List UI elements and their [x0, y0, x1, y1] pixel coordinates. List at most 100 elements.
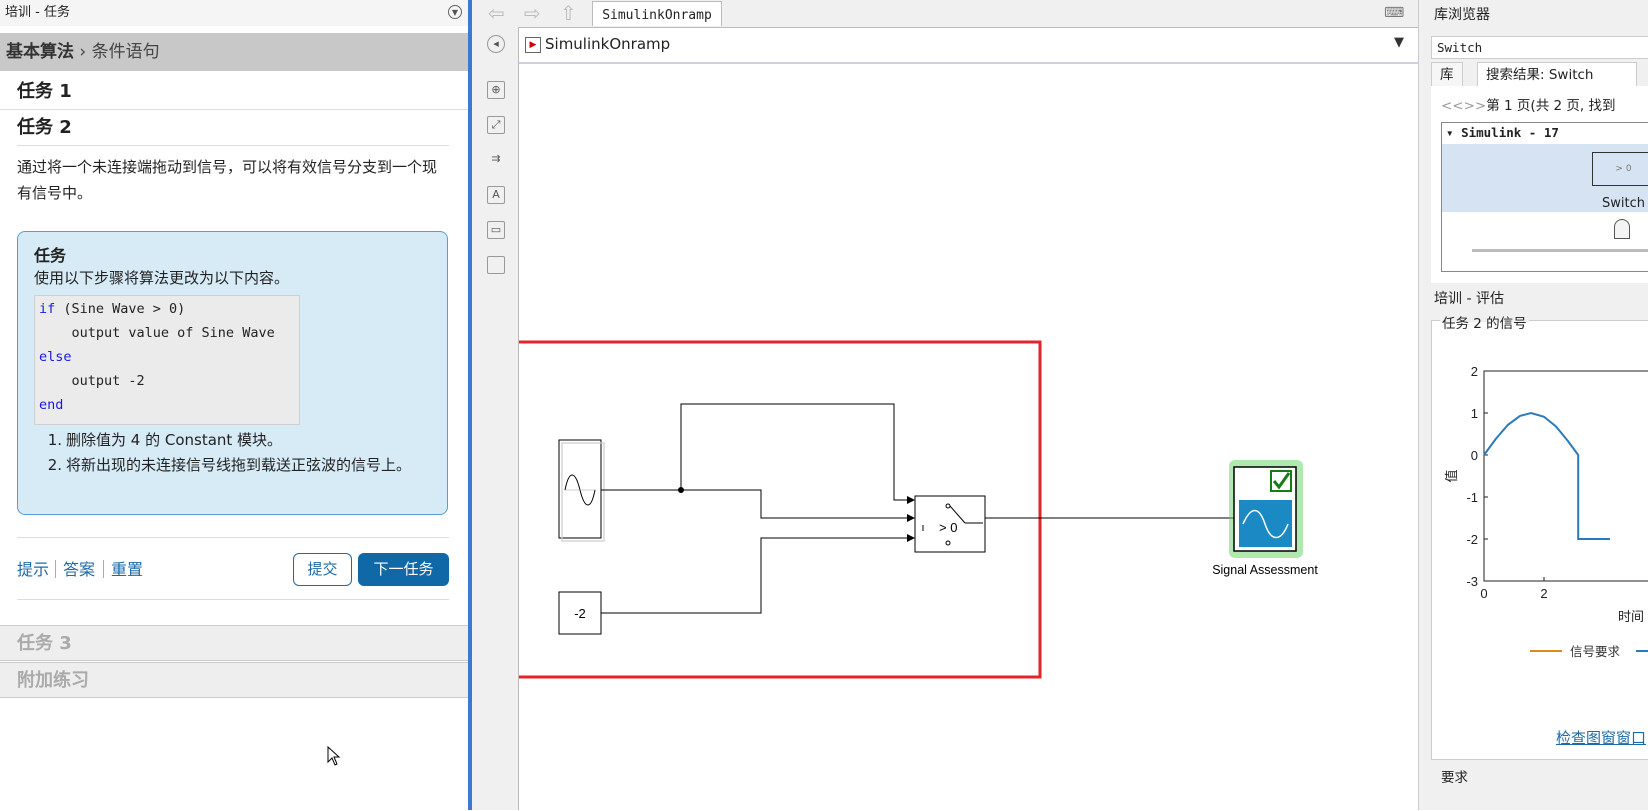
submit-button[interactable]: 提交 — [293, 553, 352, 586]
code-line: output -2 — [39, 373, 145, 389]
library-search-input[interactable]: Switch — [1431, 36, 1648, 59]
chevron-down-icon[interactable]: ▼ — [1394, 35, 1404, 50]
constant-block[interactable]: -2 — [558, 591, 602, 635]
task-panel: 培训 - 任务 ▼ 基本算法 › 条件语句 任务 1 任务 2 通过将一个未连接… — [0, 0, 468, 810]
task3-header[interactable]: 任务 3 — [0, 625, 468, 661]
nav-bar: ⇦ ⇨ ⇧ — [472, 0, 582, 26]
evaluation-title: 培训 - 评估 — [1434, 291, 1504, 307]
extra-exercise-header[interactable]: 附加练习 — [0, 662, 468, 698]
canvas-toolstrip: ◂ ⊕ ⤢ ⇉ A ▭ — [472, 27, 518, 810]
address-bar: ▶ SimulinkOnramp ▼ — [519, 28, 1419, 64]
keyboard-icon[interactable]: ⌨ — [1384, 5, 1405, 21]
model-icon: ▶ — [525, 37, 541, 53]
signal-series-line — [1483, 411, 1610, 540]
breadcrumb: 基本算法 › 条件语句 — [0, 33, 468, 71]
result-item-switch[interactable]: > 0 Switch — [1442, 144, 1648, 212]
task1-header[interactable]: 任务 1 — [0, 74, 468, 110]
step-item: 2.将新出现的未连接信号线拖到载送正弦波的信号上。 — [47, 456, 412, 474]
y-tick-label: -2 — [1466, 532, 1478, 547]
y-tick-label: -1 — [1466, 490, 1478, 505]
hint-link[interactable]: 提示 — [17, 560, 50, 579]
code-line: end — [39, 397, 64, 413]
branch-point[interactable] — [678, 487, 684, 493]
task-box-subtitle: 使用以下步骤将算法更改为以下内容。 — [34, 269, 290, 287]
next-task-button[interactable]: 下一任务 — [358, 553, 449, 586]
y-axis-label: 值 — [1444, 469, 1459, 482]
switch-block[interactable]: > 0 — [914, 495, 986, 553]
panel-splitter[interactable] — [468, 0, 472, 810]
steps-list: 1.删除值为 4 的 Constant 模块。 2.将新出现的未连接信号线拖到载… — [34, 428, 434, 478]
link-separator — [55, 560, 56, 578]
fit-to-view-icon[interactable]: ⤢ — [487, 116, 505, 134]
code-line: else — [39, 349, 72, 365]
y-tick-label: 0 — [1471, 448, 1478, 463]
up-arrow-icon[interactable]: ⇧ — [560, 1, 577, 25]
divider — [17, 537, 449, 538]
pager: <<>>第 1 页(共 2 页, 找到 — [1441, 94, 1615, 114]
block-icon[interactable] — [1614, 219, 1630, 239]
library-browser-title: 库浏览器 — [1434, 7, 1490, 23]
check-figure-link[interactable]: 检查图窗窗口 — [1556, 729, 1647, 747]
collapse-icon[interactable]: ▼ — [448, 5, 462, 19]
signal-lines[interactable] — [601, 403, 1244, 614]
x-axis-label: 时间 — [1618, 609, 1644, 624]
legend-label-requirement: 信号要求 — [1570, 645, 1621, 659]
results-tree: ▾ Simulink - 17 > 0 Switch — [1441, 122, 1648, 272]
x-tick-label: 2 — [1540, 586, 1547, 601]
evaluation-group-title: 任务 2 的信号 — [1440, 312, 1529, 332]
highlight-rectangle — [519, 340, 1042, 679]
step-item: 1.删除值为 4 的 Constant 模块。 — [47, 431, 283, 449]
reset-link[interactable]: 重置 — [111, 560, 144, 579]
switch-block-icon: > 0 — [1592, 152, 1648, 186]
forward-arrow-icon[interactable]: ⇨ — [524, 1, 541, 25]
task-box-title: 任务 — [34, 246, 67, 265]
right-panel: 库浏览器 Switch 库 搜索结果: Switch <<>>第 1 页(共 2… — [1418, 0, 1648, 810]
panel-title: 培训 - 任务 — [0, 0, 468, 26]
model-canvas[interactable]: ▶ SimulinkOnramp ▼ -2 — [518, 27, 1419, 811]
code-line: if (Sine Wave > 0) — [39, 301, 186, 317]
horizontal-scrollbar[interactable] — [1472, 249, 1648, 252]
switch-label: > 0 — [939, 520, 957, 535]
y-tick-label: 2 — [1471, 364, 1478, 379]
divider — [17, 145, 449, 146]
model-tab[interactable]: SimulinkOnramp — [592, 1, 722, 26]
library-tabs: 库 搜索结果: Switch — [1431, 62, 1648, 87]
mouse-cursor-icon — [327, 746, 341, 766]
simulink-editor: ⇦ ⇨ ⇧ SimulinkOnramp ⌨ ◂ ⊕ ⤢ ⇉ A ▭ ▶ Sim… — [472, 0, 1419, 811]
task-box: 任务 使用以下步骤将算法更改为以下内容。 if (Sine Wave > 0) … — [17, 231, 448, 515]
divider — [17, 599, 449, 600]
constant-value: -2 — [574, 606, 586, 621]
x-tick-label: 0 — [1480, 586, 1487, 601]
answer-link[interactable]: 答案 — [63, 560, 96, 579]
y-tick-label: -3 — [1466, 574, 1478, 589]
library-results: <<>>第 1 页(共 2 页, 找到 ▾ Simulink - 17 > 0 … — [1431, 86, 1648, 283]
plot-area — [1483, 370, 1648, 582]
image-icon[interactable]: ▭ — [487, 221, 505, 239]
hide-explorer-icon[interactable]: ◂ — [487, 35, 505, 53]
route-lines-icon[interactable]: ⇉ — [491, 152, 501, 165]
y-tick-label: 1 — [1471, 406, 1478, 421]
tab-library[interactable]: 库 — [1431, 62, 1463, 86]
model-path[interactable]: SimulinkOnramp — [545, 35, 671, 53]
back-arrow-icon[interactable]: ⇦ — [488, 1, 505, 25]
code-block: if (Sine Wave > 0) output value of Sine … — [34, 295, 300, 425]
pager-arrows[interactable]: <<>> — [1441, 98, 1487, 114]
pager-text: 第 1 页(共 2 页, 找到 — [1486, 98, 1616, 114]
breadcrumb-section[interactable]: 基本算法 — [6, 42, 74, 62]
annotation-icon[interactable]: A — [487, 186, 505, 204]
breadcrumb-separator: › — [74, 42, 92, 62]
code-line: output value of Sine Wave — [39, 325, 275, 341]
tree-group-header[interactable]: ▾ Simulink - 17 — [1446, 125, 1559, 140]
block-diagram[interactable]: -2 > 0 — [519, 66, 1417, 811]
breadcrumb-current: 条件语句 — [91, 42, 160, 62]
requirements-title: 要求 — [1441, 770, 1468, 786]
zoom-icon[interactable]: ⊕ — [487, 81, 505, 99]
sine-wave-block[interactable] — [558, 439, 605, 542]
signal-assessment-block[interactable] — [1229, 460, 1303, 558]
task2-header[interactable]: 任务 2 — [17, 117, 72, 138]
area-icon[interactable] — [487, 256, 505, 274]
tab-search-results[interactable]: 搜索结果: Switch — [1477, 62, 1637, 86]
signal-assessment-label: Signal Assessment — [1212, 563, 1318, 577]
